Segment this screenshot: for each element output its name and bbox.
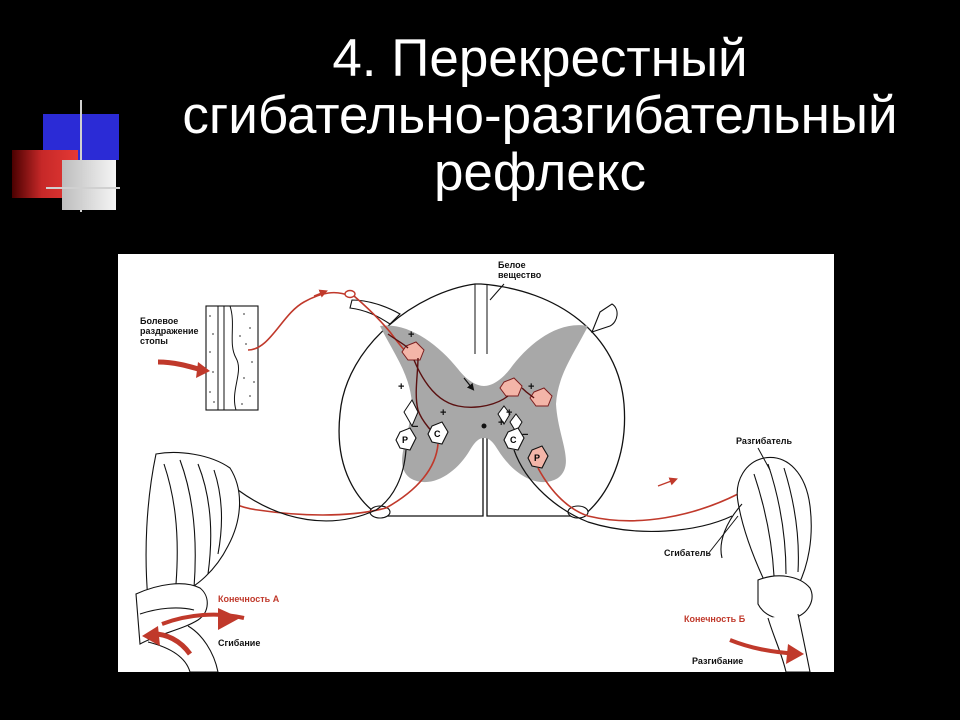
svg-text:+: + bbox=[398, 381, 404, 393]
pain-stimulus-arrow bbox=[157, 359, 203, 373]
motoneuron-right-c bbox=[503, 427, 525, 451]
white-matter-pointer bbox=[489, 283, 505, 301]
reflex-diagram: + + + − + + + − P C C P bbox=[118, 254, 834, 672]
slide-title: 4. Перекрестный сгибательно-разгибательн… bbox=[120, 30, 960, 201]
motoneuron-right-c-label: C bbox=[510, 435, 517, 445]
reflex-diagram-svg: + + + − + + + − P C C P bbox=[135, 260, 813, 672]
efferent-fiber-right-red bbox=[537, 467, 739, 522]
grey-matter bbox=[380, 325, 588, 483]
motoneuron-left-p bbox=[395, 427, 417, 451]
label-flexor: Сгибатель bbox=[664, 548, 711, 558]
afferent-entry bbox=[353, 295, 409, 355]
decor-horizontal-line bbox=[46, 187, 120, 189]
limb-b bbox=[720, 456, 813, 672]
decor-white-square bbox=[62, 160, 116, 210]
label-white-matter-2: вещество bbox=[498, 270, 542, 280]
label-pain-1: Болевое bbox=[140, 316, 178, 326]
title-line-2: сгибательно-разгибательный bbox=[182, 86, 898, 145]
dorsal-root-left bbox=[349, 299, 401, 325]
motoneuron-right-p-label: P bbox=[534, 453, 540, 463]
skin-section bbox=[205, 305, 259, 411]
afferent-direction-arrow bbox=[313, 289, 328, 298]
svg-text:+: + bbox=[498, 417, 504, 429]
flexion-arrow-head bbox=[218, 608, 240, 630]
spinal-cord-section bbox=[338, 283, 626, 517]
dorsal-sulcus bbox=[474, 284, 488, 354]
efferent-fiber-right-black bbox=[513, 449, 733, 532]
interneuron-right-1 bbox=[499, 377, 523, 397]
motoneuron-right-p bbox=[527, 445, 549, 469]
motoneuron-left-c bbox=[427, 421, 449, 445]
label-extension: Разгибание bbox=[692, 656, 743, 666]
label-white-matter-1: Белое bbox=[498, 260, 526, 270]
commissural-fiber bbox=[413, 359, 509, 408]
label-pain-2: раздражение bbox=[140, 326, 199, 336]
motoneuron-left-p-label: P bbox=[402, 435, 408, 445]
decor-vertical-line bbox=[80, 100, 82, 212]
label-flexion: Сгибание bbox=[218, 638, 260, 648]
label-limb-a: Конечность А bbox=[218, 594, 280, 604]
extension-arrow-head bbox=[786, 644, 804, 664]
svg-text:+: + bbox=[506, 407, 512, 419]
interneuron-right-2 bbox=[529, 387, 553, 407]
motoneuron-left-c-label: C bbox=[434, 429, 441, 439]
interneuron-left-top bbox=[401, 341, 425, 361]
label-pain-3: стопы bbox=[140, 336, 168, 346]
svg-text:+: + bbox=[440, 407, 446, 419]
svg-text:−: − bbox=[412, 421, 418, 433]
title-line-1: 4. Перекрестный bbox=[332, 29, 748, 88]
title-line-3: рефлекс bbox=[433, 143, 647, 202]
svg-text:+: + bbox=[408, 329, 414, 341]
pain-arrow-head bbox=[196, 362, 210, 378]
svg-text:+: + bbox=[528, 381, 534, 393]
efferent-fiber-left-red bbox=[217, 443, 439, 516]
svg-text:−: − bbox=[522, 429, 528, 441]
dorsal-root-right bbox=[591, 303, 618, 333]
efferent-right-arrow bbox=[657, 477, 678, 487]
label-limb-b: Конечность Б bbox=[684, 614, 746, 624]
spinal-ganglion bbox=[344, 289, 356, 299]
label-extensor: Разгибатель bbox=[736, 436, 792, 446]
central-canal bbox=[481, 423, 487, 429]
afferent-fiber bbox=[247, 291, 351, 351]
